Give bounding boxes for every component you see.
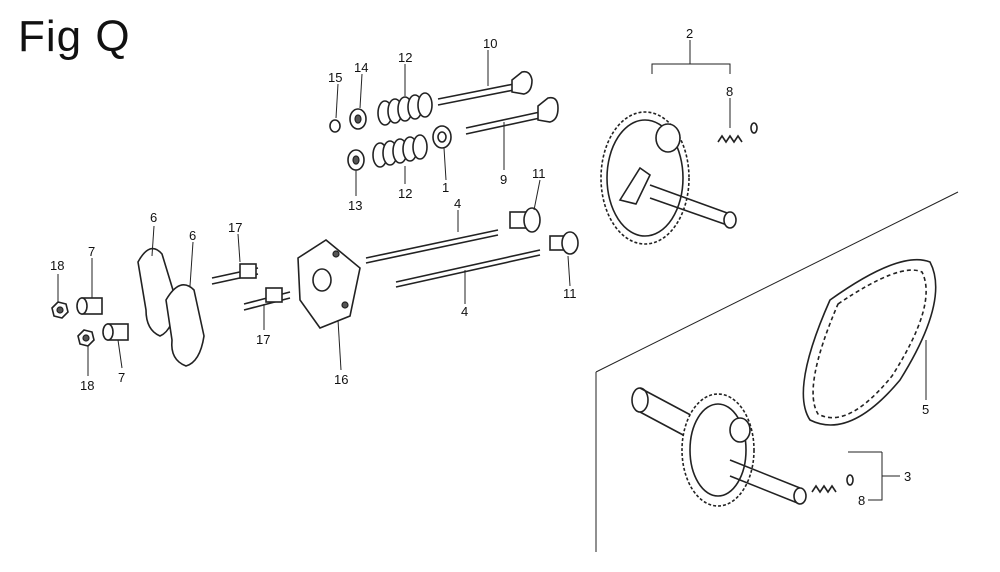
spring-retainer-1 [432, 125, 452, 149]
exhaust-valve [465, 96, 559, 135]
callout-4-upper: 4 [454, 196, 461, 211]
valve-spring-upper [377, 92, 433, 126]
tappet-upper [509, 207, 541, 233]
lock-nut-lower [77, 329, 95, 347]
callout-4-lower: 4 [461, 304, 468, 319]
timing-chain [802, 258, 937, 426]
callout-10: 10 [483, 36, 497, 51]
decompressor-spring-upper [717, 122, 758, 144]
inset-camshaft-sprocket [631, 387, 807, 507]
intake-valve [437, 70, 533, 106]
callout-17-upper: 17 [228, 220, 242, 235]
callout-2: 2 [686, 26, 693, 41]
spring-retainer-13 [347, 149, 365, 171]
valve-collet-15 [329, 119, 341, 133]
callout-labels: 10 9 12 12 14 15 13 1 11 11 4 4 2 8 6 6 … [50, 26, 929, 508]
callout-16: 16 [334, 372, 348, 387]
camshaft-gear [600, 111, 737, 245]
callout-12-lower: 12 [398, 186, 412, 201]
rocker-pivot-lower [102, 323, 129, 341]
callout-7-upper: 7 [88, 244, 95, 259]
callout-14: 14 [354, 60, 368, 75]
spring-retainer-14 [349, 108, 367, 130]
callout-18-lower: 18 [80, 378, 94, 393]
tappet-lower [549, 231, 579, 255]
push-rod-guide-plate [297, 239, 361, 329]
rocker-pivot-upper [76, 297, 103, 315]
push-rod-upper [365, 229, 499, 264]
leader-lines [57, 40, 927, 501]
pivot-bolt-upper [211, 263, 259, 285]
callout-15: 15 [328, 70, 342, 85]
callout-5: 5 [922, 402, 929, 417]
inset-panel-border [595, 191, 959, 552]
lock-nut-upper [51, 301, 69, 319]
callout-8-upper: 8 [726, 84, 733, 99]
callout-6-right: 6 [189, 228, 196, 243]
callout-3: 3 [904, 469, 911, 484]
decompressor-spring-lower [811, 474, 854, 494]
callout-17-lower: 17 [256, 332, 270, 347]
callout-9: 9 [500, 172, 507, 187]
push-rod-lower [395, 249, 541, 288]
callout-7-lower: 7 [118, 370, 125, 385]
callout-11-upper: 11 [532, 166, 546, 181]
callout-13: 13 [348, 198, 362, 213]
figure-title: Fig Q [18, 12, 131, 61]
callout-8-lower: 8 [858, 493, 865, 508]
callout-18-upper: 18 [50, 258, 64, 273]
callout-12-upper: 12 [398, 50, 412, 65]
callout-6-left: 6 [150, 210, 157, 225]
callout-11-lower: 11 [563, 286, 577, 301]
valve-spring-lower [372, 134, 428, 168]
callout-1: 1 [442, 180, 449, 195]
rocker-arm-lower [165, 284, 205, 367]
pivot-bolt-lower [243, 287, 291, 311]
